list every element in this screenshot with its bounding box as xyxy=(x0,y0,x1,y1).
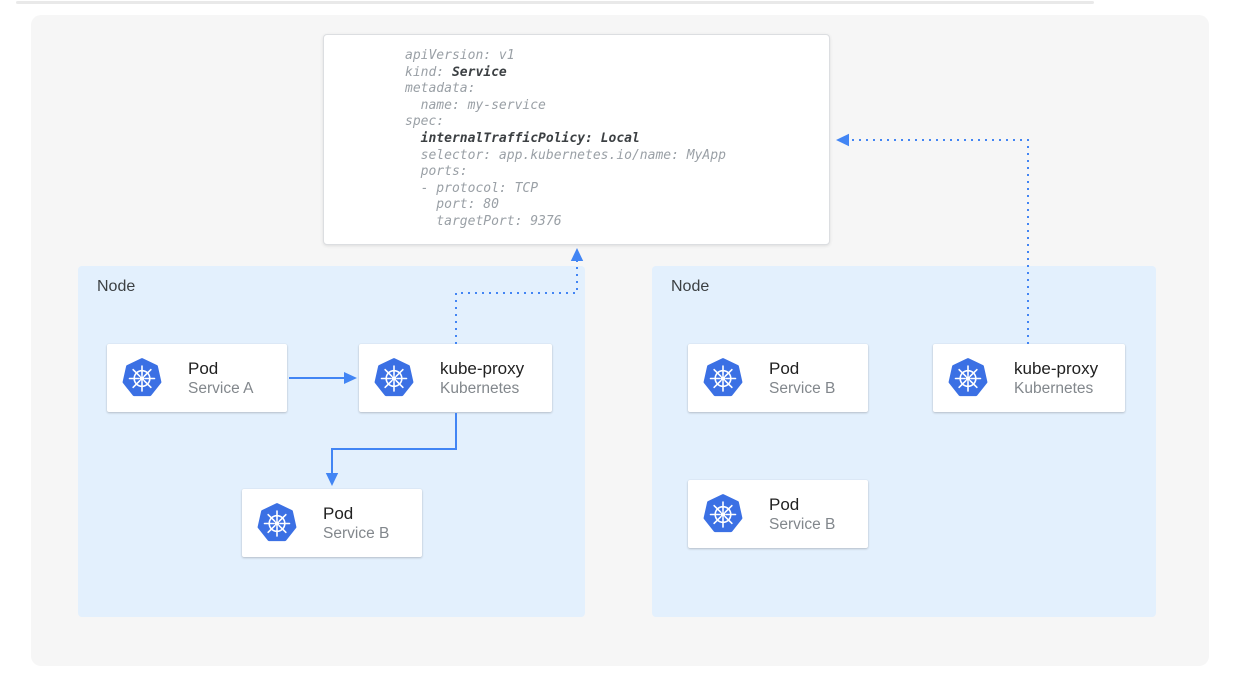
yaml-line: ports: xyxy=(405,164,468,180)
yaml-line: - protocol: TCP xyxy=(405,180,539,196)
yaml-line: name: my-service xyxy=(405,97,546,113)
card-subtitle: Service B xyxy=(769,380,836,397)
kubernetes-icon xyxy=(703,494,743,533)
card-subtitle: Kubernetes xyxy=(1014,380,1094,397)
yaml-line: targetPort: 9376 xyxy=(405,213,562,229)
card-title: Pod xyxy=(188,359,219,378)
top-bar-edge xyxy=(16,1,1094,4)
node-box-left: Node xyxy=(78,266,585,617)
service-yaml-box: apiVersion: v1 kind: Service metadata: n… xyxy=(323,34,830,245)
kubernetes-icon xyxy=(703,358,743,397)
card-subtitle: Service B xyxy=(323,525,390,542)
card-subtitle: Service A xyxy=(188,380,254,397)
card-pod-service-b-top-right: Pod Service B xyxy=(688,344,868,412)
card-pod-service-b-left: Pod Service B xyxy=(242,489,422,557)
card-title: kube-proxy xyxy=(440,359,525,378)
yaml-line: spec: xyxy=(405,114,445,130)
kubernetes-icon xyxy=(374,358,414,397)
card-title: kube-proxy xyxy=(1014,359,1099,378)
card-title: Pod xyxy=(323,504,354,523)
node-box-right: Node xyxy=(652,266,1156,617)
card-subtitle: Kubernetes xyxy=(440,380,520,397)
yaml-line: port: 80 xyxy=(405,197,499,213)
card-title: Pod xyxy=(769,359,800,378)
kubernetes-icon xyxy=(948,358,988,397)
card-kube-proxy-left: kube-proxy Kubernetes xyxy=(359,344,552,412)
yaml-line: selector: app.kubernetes.io/name: MyApp xyxy=(405,147,726,163)
kubernetes-icon xyxy=(257,503,297,542)
yaml-line: apiVersion: v1 xyxy=(405,48,515,63)
kubernetes-icon xyxy=(122,358,162,397)
card-subtitle: Service B xyxy=(769,516,836,533)
card-pod-service-b-bottom-right: Pod Service B xyxy=(688,480,868,548)
card-title: Pod xyxy=(769,495,800,514)
card-pod-service-a: Pod Service A xyxy=(107,344,287,412)
yaml-line: kind: Service xyxy=(405,64,507,80)
card-kube-proxy-right: kube-proxy Kubernetes xyxy=(933,344,1125,412)
yaml-line: metadata: xyxy=(405,81,476,97)
node-label: Node xyxy=(671,278,710,295)
yaml-line: internalTrafficPolicy: Local xyxy=(420,130,640,146)
node-label: Node xyxy=(97,278,136,295)
